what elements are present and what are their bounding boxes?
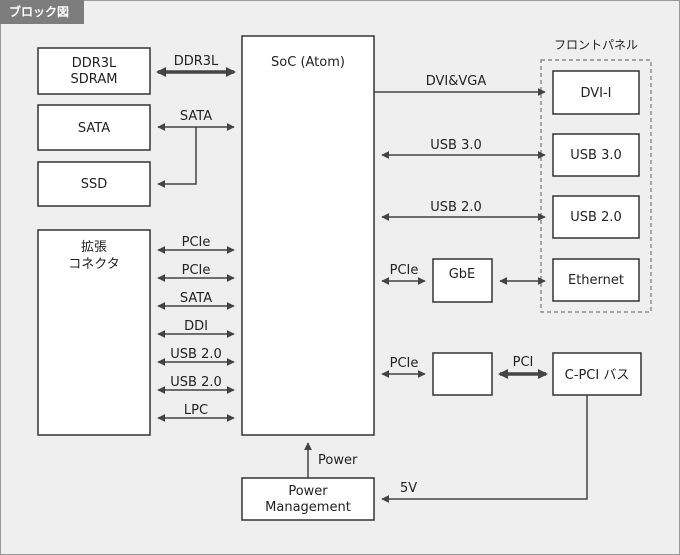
sata-block: SATA: [37, 104, 151, 151]
power-mgmt-line2: Management: [265, 500, 351, 515]
exp-label-lpc: LPC: [184, 403, 208, 418]
cpci-label: C-PCI バス: [565, 368, 630, 383]
gbe-label: GbE: [449, 267, 476, 282]
dvi-label: DVI-I: [580, 86, 611, 101]
power-management-block: Power Management: [241, 477, 375, 521]
usb20-link-label: USB 2.0: [430, 200, 482, 215]
exp-label-pcie-2: PCIe: [182, 263, 211, 278]
usb30-link-label: USB 3.0: [430, 138, 482, 153]
expansion-connector-block: 拡張 コネクタ: [37, 229, 151, 436]
cpci-block: C-PCI バス: [552, 352, 642, 396]
usb20-block-label: USB 2.0: [570, 210, 622, 225]
5v-arrow: [381, 395, 588, 503]
front-panel-title: フロントパネル: [554, 38, 638, 52]
expansion-label-line2: コネクタ: [68, 257, 119, 272]
pcie-gbe-label: PCIe: [390, 263, 419, 278]
exp-label-usb20-1: USB 2.0: [170, 347, 222, 362]
pci-link-label: PCI: [513, 355, 534, 370]
exp-label-ddi: DDI: [184, 319, 208, 334]
soc-block: SoC (Atom): [241, 35, 375, 436]
ethernet-block-label: Ethernet: [568, 273, 624, 288]
exp-label-usb20-2: USB 2.0: [170, 375, 222, 390]
ssd-block-label: SSD: [81, 177, 108, 192]
ethernet-block: Ethernet: [552, 258, 640, 302]
ddr3l-link-label: DDR3L: [174, 54, 219, 69]
pci-bridge-block: [432, 352, 493, 396]
expansion-label-line1: 拡張: [81, 240, 107, 255]
ssd-arrow: [157, 127, 197, 188]
ssd-block: SSD: [37, 161, 151, 207]
usb20-block: USB 2.0: [552, 195, 640, 239]
expansion-links: PCIe PCIe SATA DDI USB 2.0 USB 2.0 LPC: [157, 235, 235, 422]
pcie-bridge-label: PCIe: [390, 356, 419, 371]
power-mgmt-line1: Power: [288, 484, 328, 499]
sata-block-label: SATA: [78, 121, 110, 136]
exp-label-sata: SATA: [180, 291, 212, 306]
sata-link-label: SATA: [180, 109, 212, 124]
gbe-block: GbE: [432, 258, 493, 303]
dvi-block: DVI-I: [552, 70, 640, 115]
front-panel-group: フロントパネル: [540, 38, 652, 313]
ddr3l-sdram-block: DDR3L SDRAM: [37, 47, 151, 95]
diagram-title-tab: ブロック図: [0, 0, 84, 24]
dvi-vga-link-label: DVI&VGA: [426, 74, 487, 89]
ddr3l-label: DDR3L: [72, 56, 117, 71]
5v-link-label: 5V: [400, 481, 417, 496]
usb30-block: USB 3.0: [552, 133, 640, 177]
power-link-label: Power: [318, 453, 358, 468]
usb30-block-label: USB 3.0: [570, 148, 622, 163]
soc-label: SoC (Atom): [271, 55, 345, 70]
sdram-label: SDRAM: [71, 72, 118, 87]
exp-label-pcie-1: PCIe: [182, 235, 211, 250]
